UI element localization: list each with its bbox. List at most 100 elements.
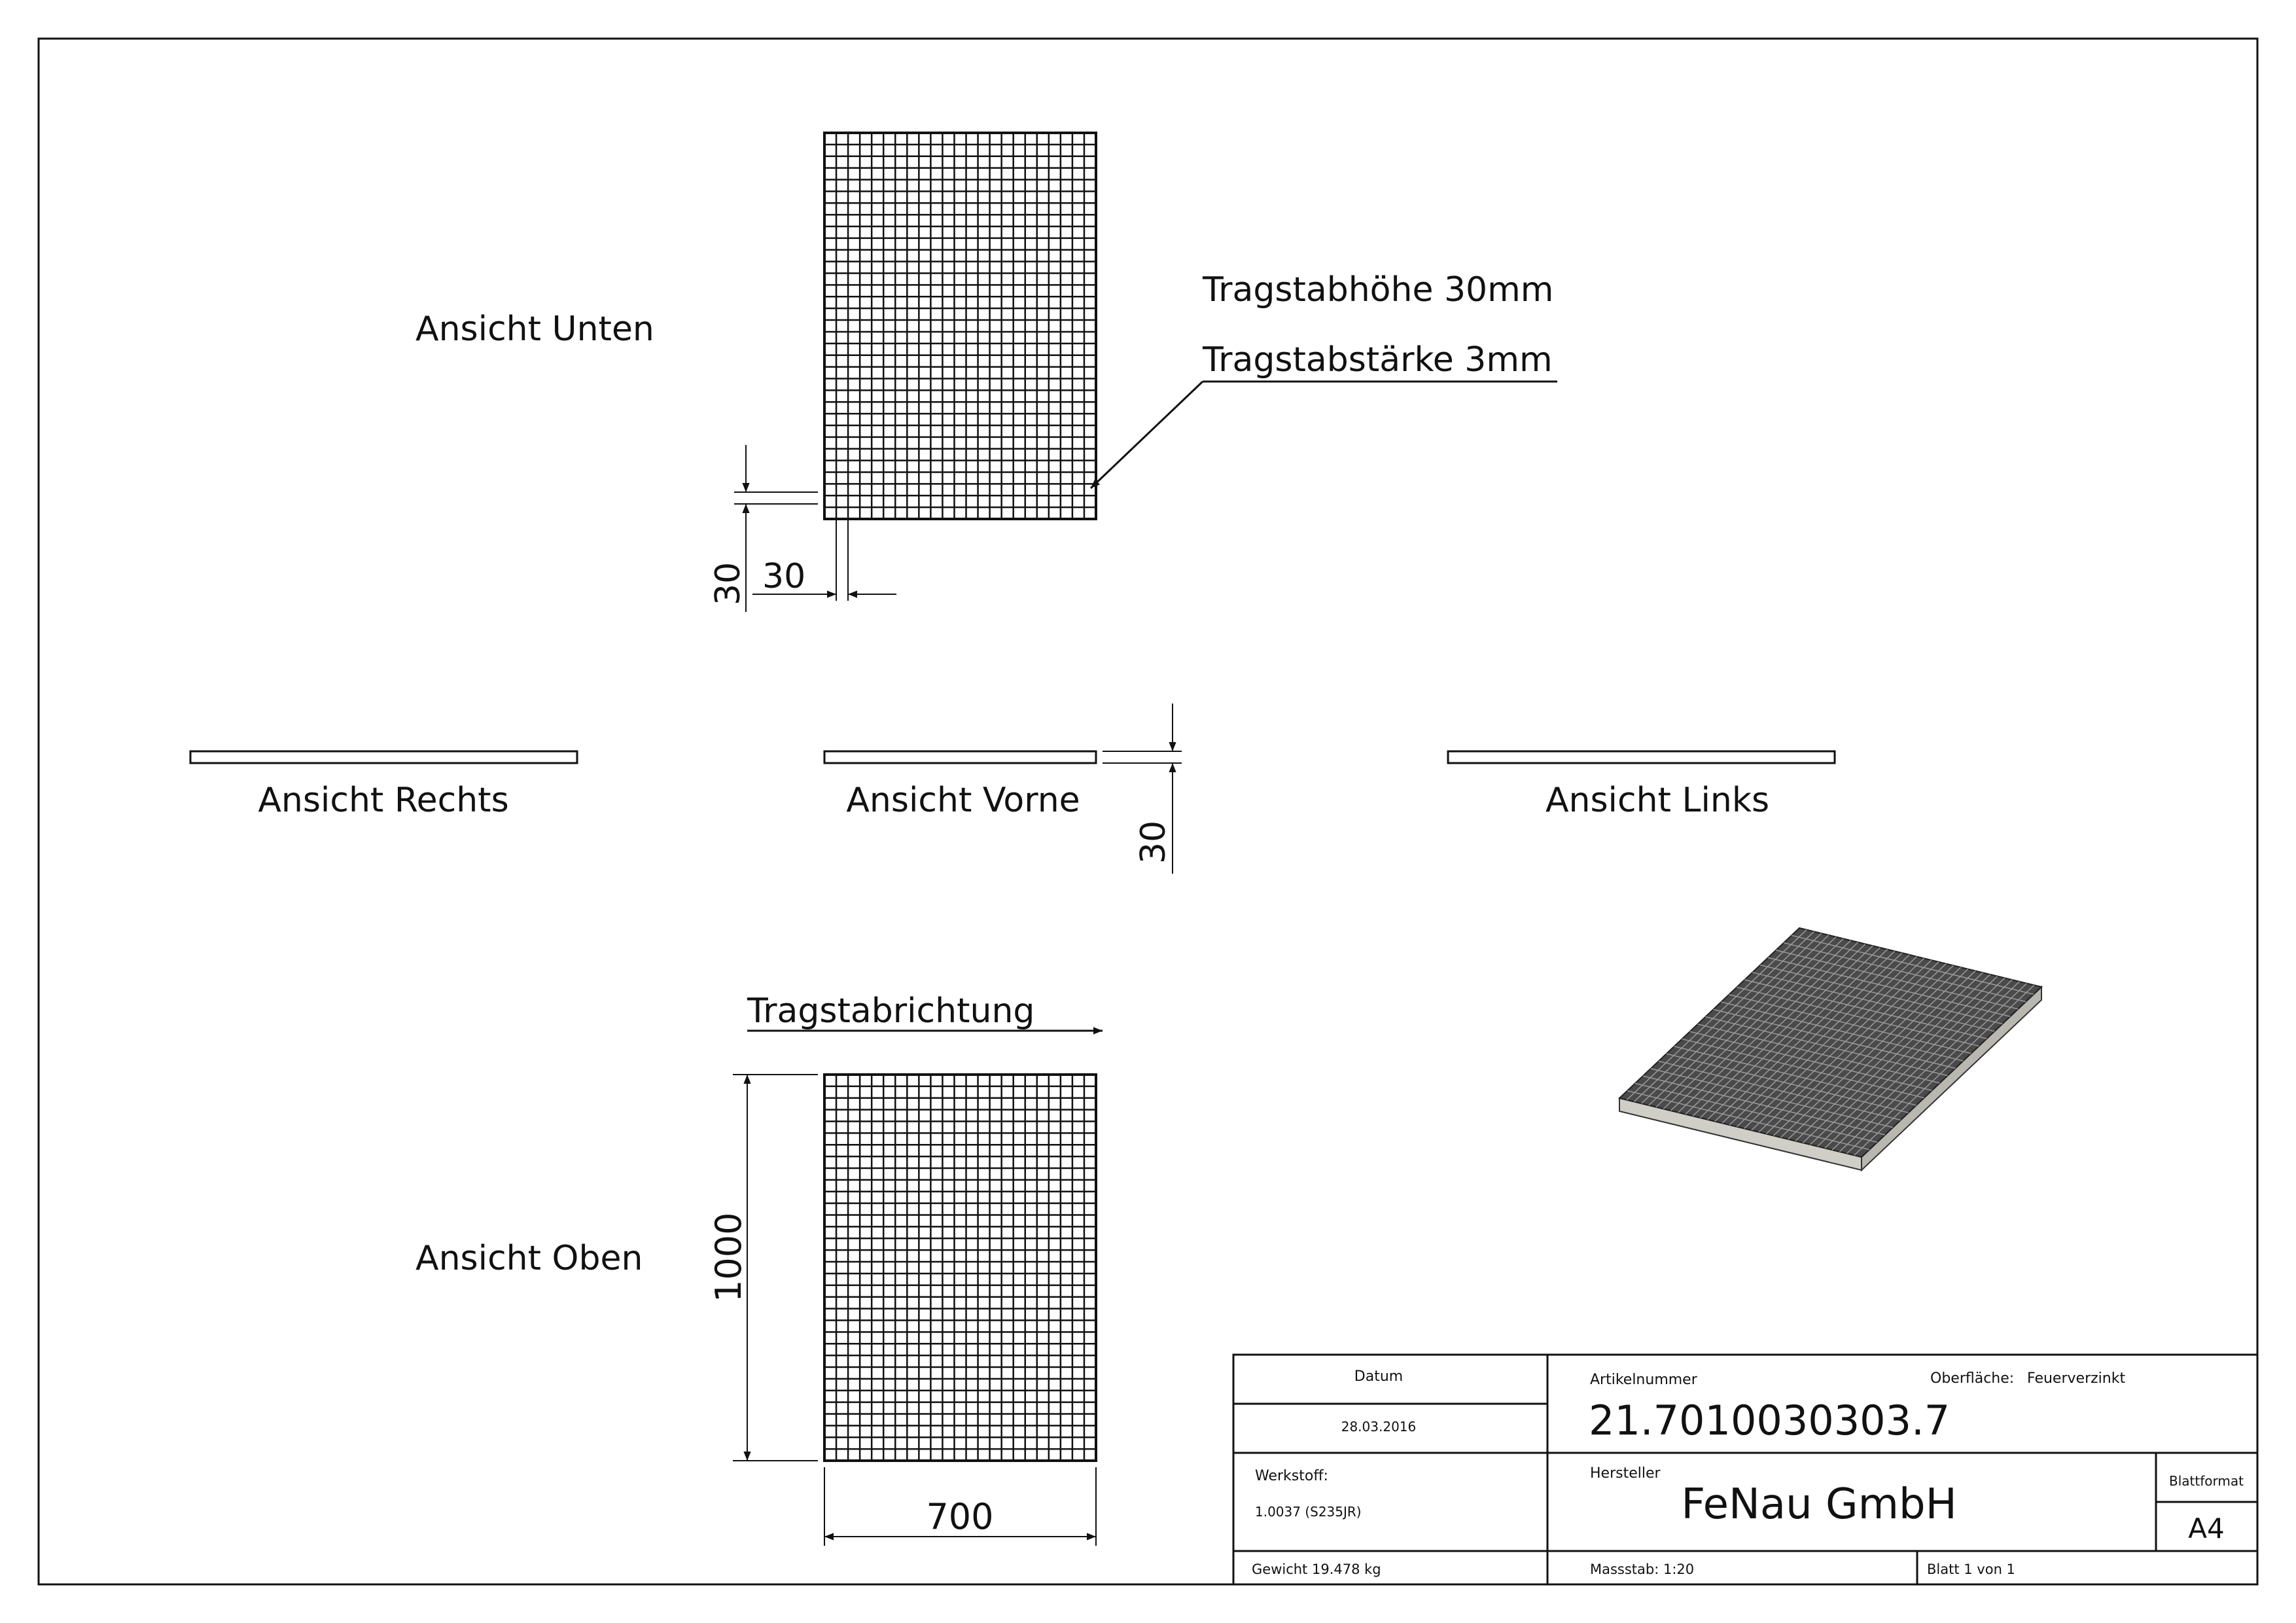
iso-grid-line [1831,979,2013,1150]
isometric-view [1617,927,2043,1172]
iso-grid-line [1658,1060,1901,1121]
iso-grid-line [1802,972,1983,1143]
front-view-profile [823,750,1097,764]
iso-grid-line [1765,963,1947,1135]
dim-mesh-vertical: 30 [709,562,748,605]
left-view-profile [1447,750,1836,764]
iso-grid-line [1758,961,1939,1133]
iso-grid-line [1655,936,1837,1108]
iso-grid-line [1689,1031,1932,1091]
label-ansicht-rechts: Ansicht Rechts [258,781,508,820]
iso-grid-line [1705,1016,1948,1077]
iso-grid-line [1854,984,2035,1156]
length-dimension [733,1074,818,1461]
note-bar-height: Tragstabhöhe 30mm [1202,270,1553,310]
iso-grid-line [1817,976,1998,1147]
iso-grid-line [1729,994,1971,1054]
iso-grid-line [1633,931,1814,1102]
iso-grid-line [1780,967,1962,1138]
iso-grid-line [1714,950,1896,1122]
iso-grid-line [1707,949,1888,1120]
title-block [1232,1353,2259,1586]
iso-grid-line [1697,1024,1940,1084]
iso-grid-line [1666,1053,1909,1113]
mesh-dimension-horizontal [752,519,896,601]
dim-front-height: 30 [1134,821,1173,864]
iso-grid-line [1760,964,2003,1025]
iso-grid-line [1634,1082,1878,1143]
dim-mesh-horizontal: 30 [762,557,805,596]
manufacturer-value: FeNau GmbH [1681,1480,1956,1529]
iso-grid-line [1795,970,1976,1141]
top-view [823,1073,1097,1462]
material-value: 1.0037 (S235JR) [1255,1504,1362,1520]
dim-length: 1000 [708,1213,749,1302]
iso-grid-line [1713,1008,1956,1069]
iso-grid-line [1809,974,1991,1145]
label-ansicht-vorne: Ansicht Vorne [846,781,1080,820]
iso-grid-line [1663,938,1844,1109]
mesh-dimension-vertical [734,445,818,612]
note-bar-direction: Tragstabrichtung [747,991,1034,1031]
iso-grid-line [1824,977,2005,1149]
note-leader [1089,380,1557,490]
article-label: Artikelnummer [1590,1372,1698,1388]
bottom-view-grid [824,133,1096,519]
surface-value: Feuerverzinkt [2027,1370,2125,1387]
iso-grid-line [1722,952,1903,1124]
iso-grid-line [1650,1068,1894,1128]
iso-grid-line [1783,942,2026,1003]
iso-grid-line [1692,945,1873,1116]
manufacturer-label: Hersteller [1590,1465,1661,1482]
format-label: Blattformat [2169,1473,2244,1489]
width-dimension [824,1467,1097,1546]
iso-grid-line [1775,950,2019,1010]
sheet-value: Blatt 1 von 1 [1927,1561,2015,1577]
date-value: 28.03.2016 [1341,1419,1417,1435]
iso-grid [1626,929,2035,1156]
iso-grid-line [1751,959,1932,1131]
article-value: 21.7010030303.7 [1589,1397,1950,1444]
iso-grid-line [1729,954,1910,1126]
iso-grid-line [1699,947,1881,1118]
iso-grid-line [1846,983,2028,1154]
iso-grid-line [1642,1075,1886,1135]
weight-value: Gewicht 19.478 kg [1252,1561,1381,1577]
bottom-view [823,132,1097,520]
label-ansicht-oben: Ansicht Oben [415,1239,643,1278]
iso-grid-line [1685,944,1866,1115]
top-view-grid [824,1075,1096,1461]
iso-grid-line [1839,981,2020,1152]
iso-grid-line [1744,957,1925,1129]
material-label: Werkstoff: [1255,1468,1328,1484]
iso-grid-line [1737,986,1979,1047]
iso-grid-line [1773,965,1954,1136]
iso-grid-line [1648,935,1829,1106]
iso-grid-line [1788,969,1969,1140]
date-label: Datum [1354,1368,1403,1385]
top-view-outline [823,1073,1097,1462]
iso-grid-line [1670,940,1852,1111]
iso-grid-line [1678,942,1859,1113]
iso-grid-line [1641,933,1822,1104]
scale-value: Massstab: 1:20 [1590,1561,1694,1577]
iso-grid-line [1744,979,1987,1039]
bottom-view-outline [823,132,1097,520]
dim-width: 700 [926,1496,993,1537]
iso-grid-line [1736,956,1917,1128]
front-height-dimension [1103,704,1182,874]
format-value: A4 [2188,1512,2224,1544]
iso-grid-line [1674,1046,1916,1106]
iso-grid-line [1767,957,2011,1017]
iso-grid-line [1791,935,2034,995]
label-ansicht-unten: Ansicht Unten [415,310,654,349]
iso-grid-line [1682,1038,1924,1099]
iso-grid-line [1627,1090,1870,1150]
surface-label: Oberfläche: [1930,1370,2014,1387]
drawing-frame [37,37,2259,1586]
note-bar-thickness: Tragstabstärke 3mm [1202,340,1553,380]
iso-grid-line [1626,929,1807,1101]
iso-grid-line [1721,1001,1964,1061]
right-view-profile [189,750,578,764]
